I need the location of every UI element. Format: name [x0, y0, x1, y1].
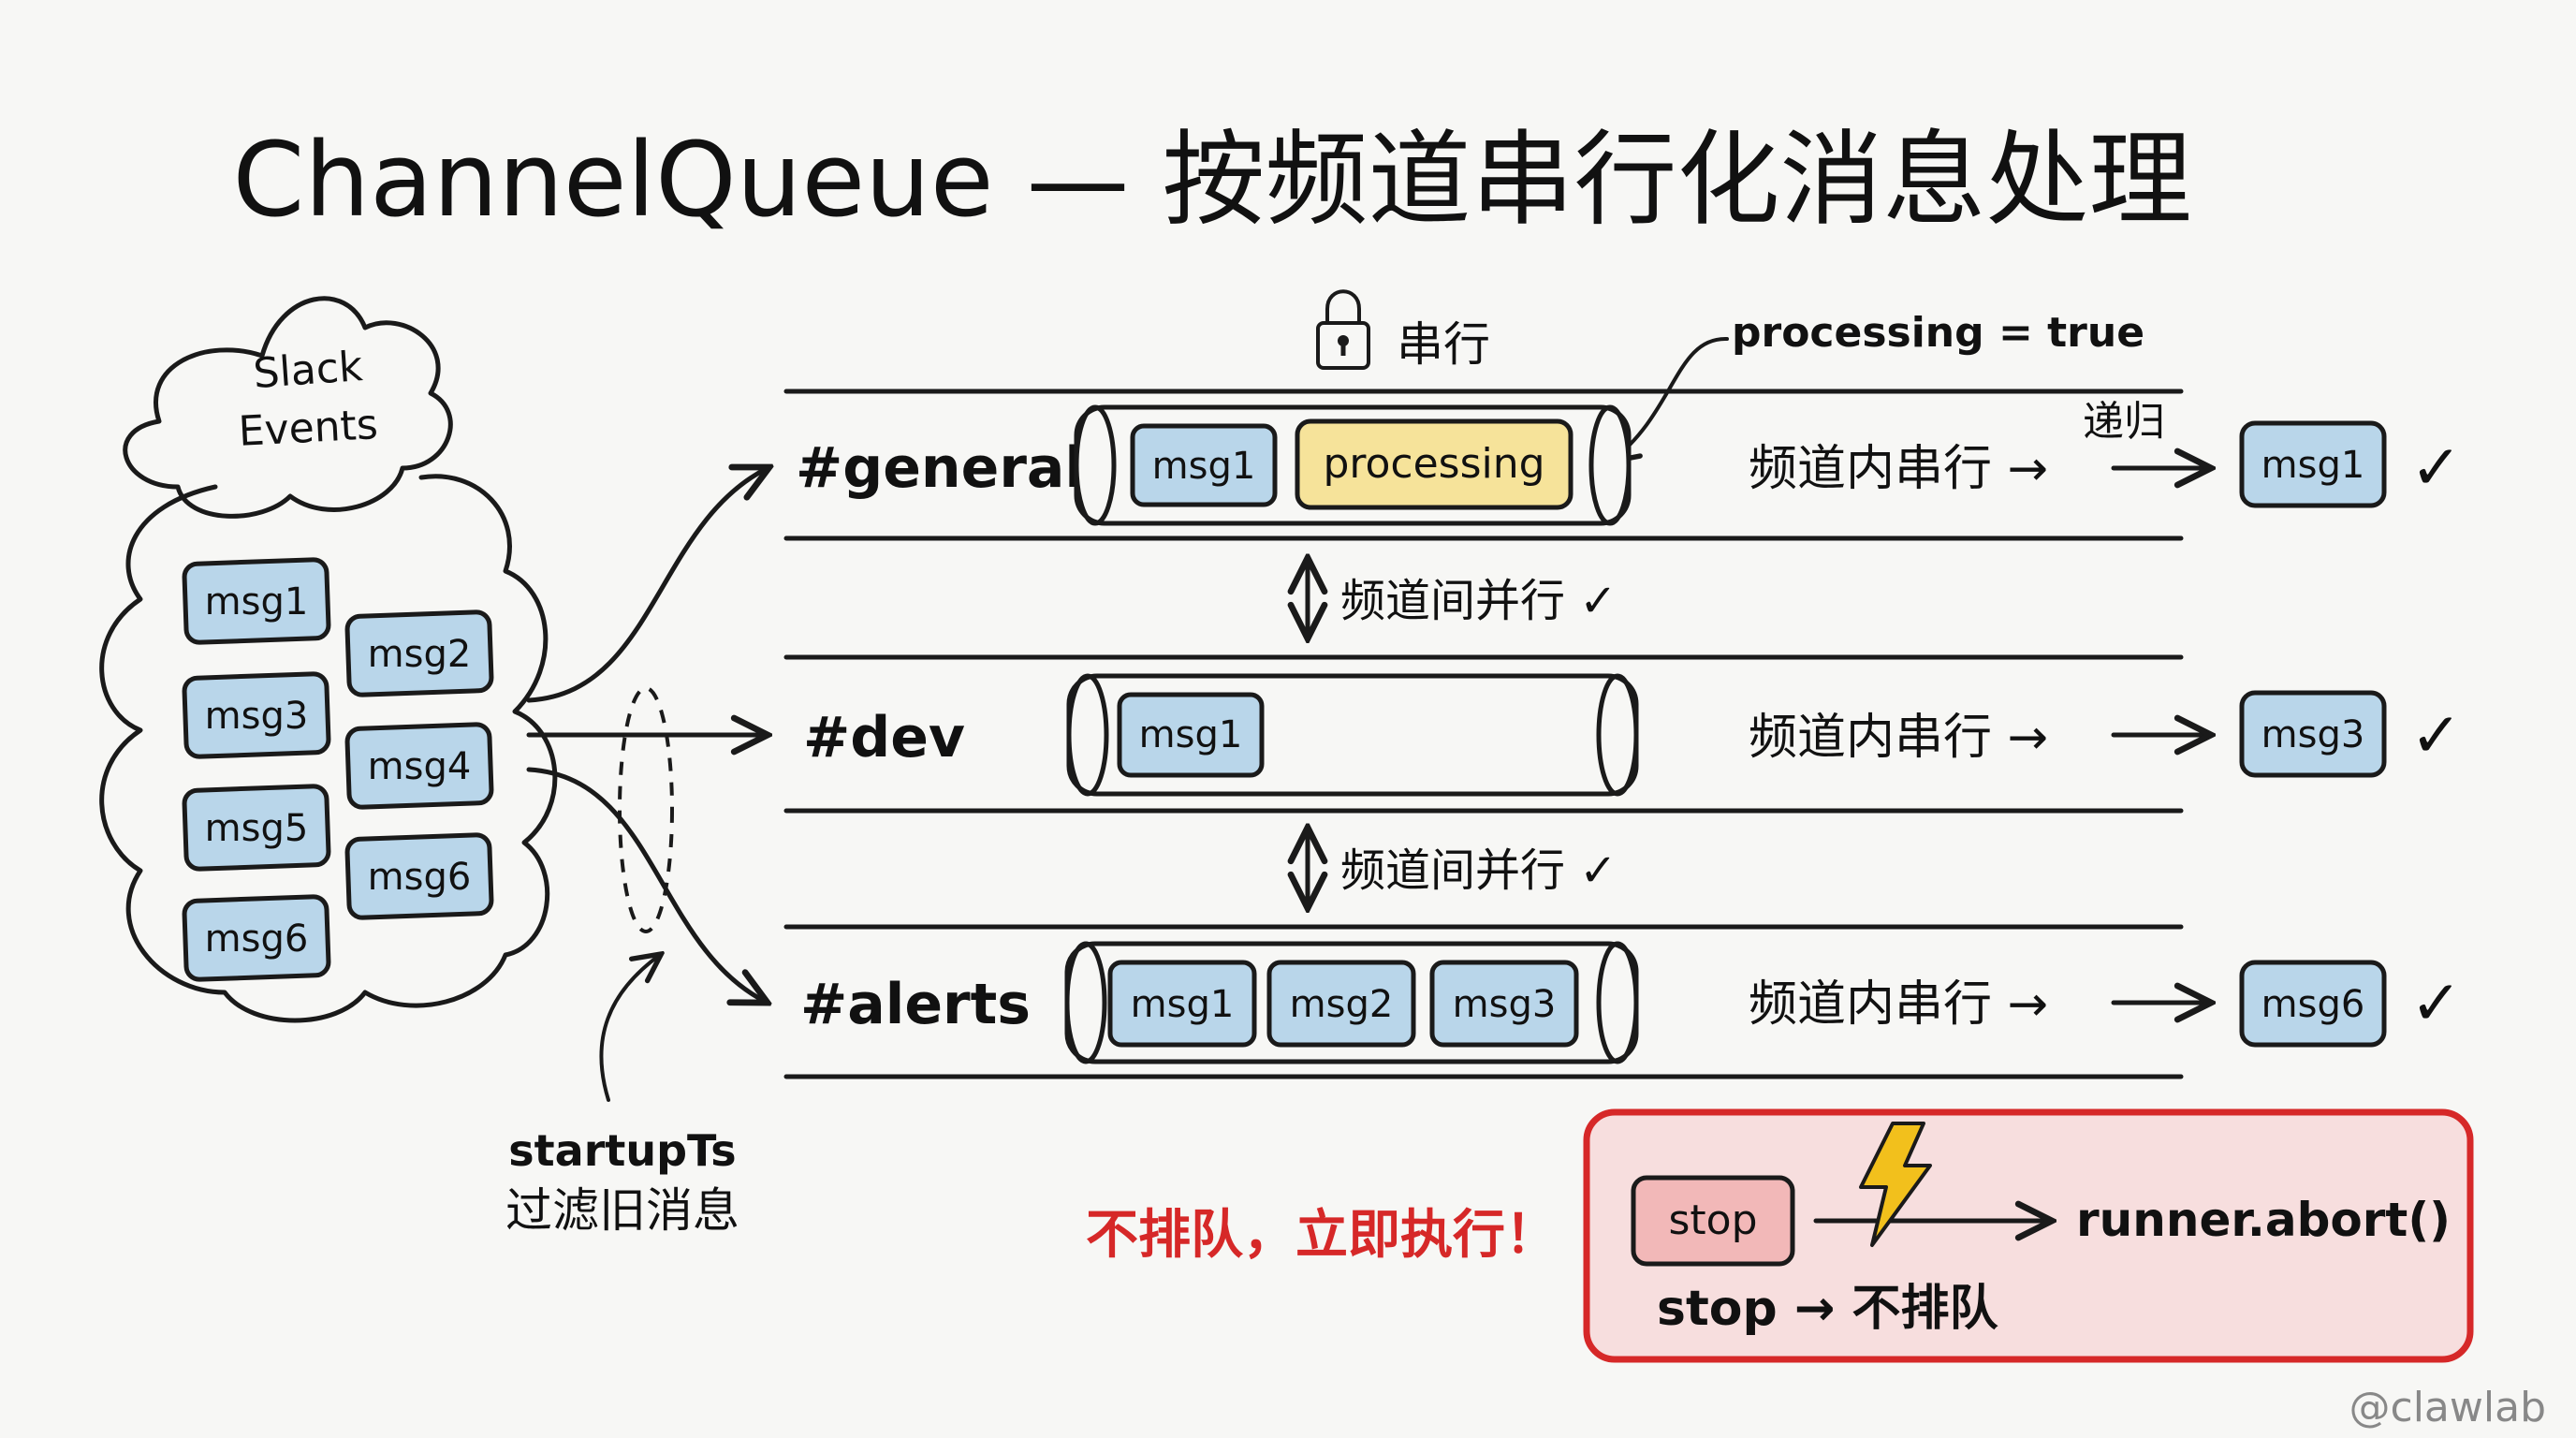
processing-note: processing = true	[1732, 309, 2144, 357]
channel-name-alerts: #alerts	[800, 972, 1031, 1037]
msg-box: msg6	[182, 894, 331, 982]
svg-text:msg6: msg6	[205, 917, 309, 961]
slack-label-line2: Events	[238, 401, 379, 456]
check-icon: ✓	[2410, 699, 2462, 771]
route-arrow-general	[526, 468, 768, 703]
recursion-label: 递归	[2083, 398, 2165, 446]
svg-text:msg3: msg3	[1453, 983, 1557, 1026]
page-title: ChannelQueue — 按频道串行化消息处理	[233, 120, 2192, 240]
svg-text:msg2: msg2	[368, 633, 472, 676]
svg-text:msg1: msg1	[1152, 445, 1256, 488]
filter-note-line1: startupTs	[508, 1125, 736, 1176]
abort-action: runner.abort()	[2076, 1193, 2451, 1247]
stop-headline: 不排队，立即执行！	[1086, 1205, 1558, 1266]
svg-text:msg3: msg3	[205, 695, 309, 738]
queue-msg: msg3	[1429, 960, 1579, 1048]
parallel-label: 频道间并行 ✓	[1340, 844, 1617, 897]
svg-text:msg4: msg4	[368, 745, 472, 788]
msg-box: msg4	[344, 722, 494, 810]
stop-button[interactable]: stop	[1631, 1175, 1795, 1267]
msg-box: msg1	[182, 557, 331, 645]
msg-box: msg5	[182, 784, 331, 872]
serial-label-alerts: 频道内串行 →	[1749, 976, 2048, 1033]
serial-label-general: 频道内串行 →	[1749, 441, 2048, 497]
incoming-messages: msg1 msg2 msg3 msg4 msg5 msg6 msg6	[182, 557, 494, 982]
startup-filter-gate	[618, 686, 674, 933]
queue-msg: msg2	[1266, 960, 1416, 1048]
svg-text:msg6: msg6	[2261, 983, 2365, 1026]
check-icon: ✓	[2410, 967, 2462, 1039]
svg-text:msg1: msg1	[1131, 983, 1235, 1026]
svg-text:msg2: msg2	[1290, 983, 1394, 1026]
processing-note-arrow	[1612, 336, 1729, 461]
queue-msg: msg1	[1107, 960, 1257, 1048]
msg-box: msg2	[344, 609, 494, 697]
output-msg-alerts: msg6	[2239, 960, 2387, 1048]
output-msg-dev: msg3	[2239, 690, 2387, 778]
msg-box: msg3	[182, 671, 331, 759]
stop-rule: stop → 不排队	[1657, 1281, 1999, 1337]
svg-text:msg1: msg1	[1139, 713, 1243, 756]
filter-note-line2: 过滤旧消息	[505, 1183, 739, 1238]
lane-lines	[783, 389, 2184, 1079]
svg-text:msg3: msg3	[2261, 713, 2365, 756]
lock-icon	[1316, 289, 1370, 370]
filter-note-arrow	[599, 955, 660, 1102]
svg-text:stop: stop	[1668, 1196, 1757, 1244]
svg-text:msg5: msg5	[205, 807, 309, 850]
channel-name-dev: #dev	[803, 705, 965, 770]
lightning-icon	[1859, 1122, 1932, 1247]
svg-text:msg6: msg6	[368, 856, 472, 899]
watermark: @clawlab	[2349, 1384, 2546, 1431]
channel-name-general: #general	[796, 435, 1084, 501]
check-icon: ✓	[2410, 432, 2462, 504]
svg-text:msg1: msg1	[2261, 444, 2365, 487]
parallel-label: 频道间并行 ✓	[1340, 575, 1617, 627]
queue-msg: msg1	[1117, 692, 1265, 778]
svg-text:processing: processing	[1323, 440, 1544, 488]
msg-box: msg6	[344, 832, 494, 920]
processing-badge: processing	[1295, 418, 1573, 510]
slack-events-cloud: Slack Events	[99, 296, 558, 1023]
queue-msg: msg1	[1130, 423, 1278, 507]
serial-label-dev: 频道内串行 →	[1749, 710, 2048, 766]
route-arrow-alerts	[526, 767, 766, 1002]
slack-label-line1: Slack	[252, 343, 365, 398]
output-msg-general: msg1	[2239, 420, 2387, 508]
lock-label: 串行	[1397, 317, 1490, 372]
svg-text:msg1: msg1	[205, 580, 309, 624]
